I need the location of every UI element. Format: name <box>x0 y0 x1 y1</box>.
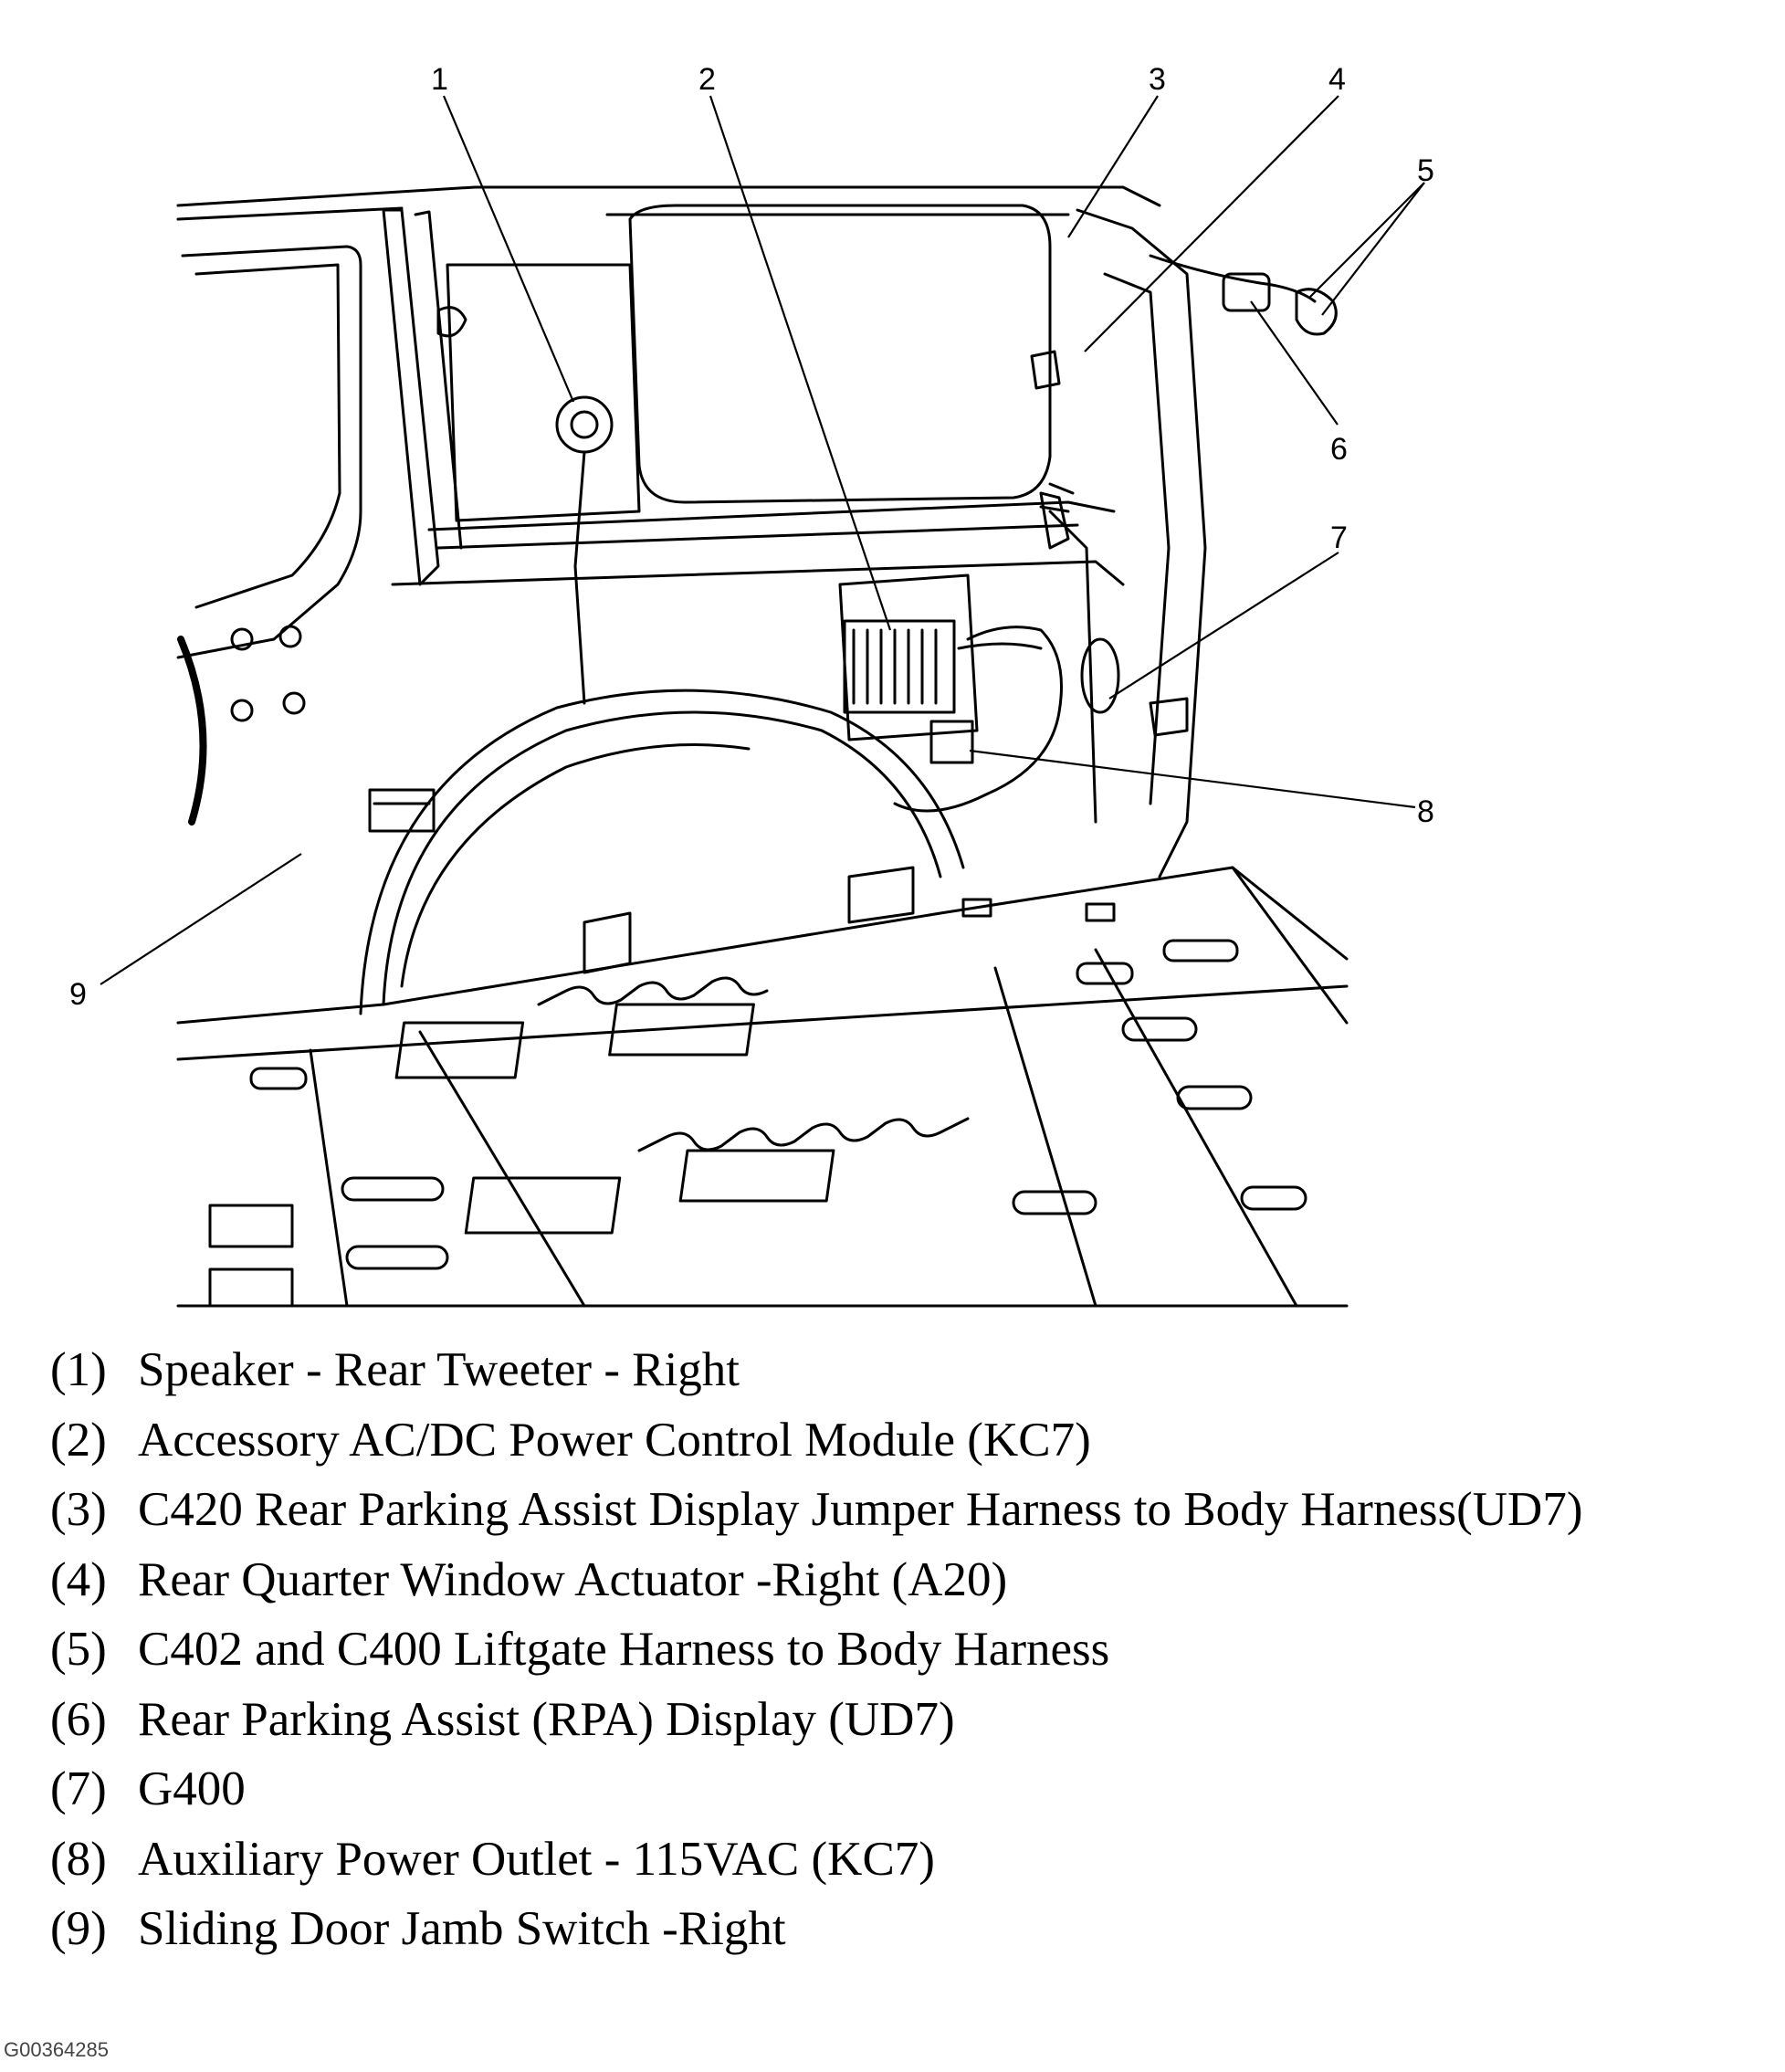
legend-number: (3) <box>50 1483 107 1536</box>
legend-label: Rear Quarter Window Actuator -Right (A20… <box>138 1552 1008 1606</box>
leader-line-7 <box>1108 552 1339 699</box>
b-pillar <box>382 208 440 586</box>
leader-line-8 <box>969 749 1416 809</box>
leader-line-2 <box>709 95 892 631</box>
rear-tweeter-speaker <box>555 395 614 454</box>
leader-line-9 <box>100 853 302 985</box>
legend-label: Accessory AC/DC Power Control Module (KC… <box>138 1413 1091 1467</box>
trim-panel <box>446 263 641 522</box>
leader-lines <box>100 95 1425 985</box>
callout-9: 9 <box>69 977 87 1012</box>
legend-label: Rear Parking Assist (RPA) Display (UD7) <box>138 1692 955 1746</box>
legend-item-9: (9) Sliding Door Jamb Switch -Right <box>50 1894 1767 1964</box>
leader-line-5a <box>1309 182 1425 298</box>
liftgate-harness <box>1149 254 1317 303</box>
sliding-door-jamb-switch <box>368 788 436 833</box>
legend-number: (5) <box>50 1623 107 1676</box>
legend-item-4: (4) Rear Quarter Window Actuator -Right … <box>50 1545 1767 1615</box>
legend-label: C402 and C400 Liftgate Harness to Body H… <box>138 1623 1110 1676</box>
legend-item-1: (1) Speaker - Rear Tweeter - Right <box>50 1335 1767 1405</box>
legend-item-7: (7) G400 <box>50 1754 1767 1825</box>
legend-number: (6) <box>50 1692 107 1746</box>
leader-line-6 <box>1250 300 1339 426</box>
legend-label: G400 <box>138 1762 246 1815</box>
leader-line-5b <box>1321 182 1425 316</box>
roof-rail-line <box>176 185 1161 207</box>
rpa-display <box>1222 272 1271 312</box>
callout-4: 4 <box>1328 62 1346 97</box>
legend-number: (4) <box>50 1552 107 1606</box>
legend-number: (7) <box>50 1762 107 1815</box>
legend-number: (2) <box>50 1413 107 1467</box>
wheelhouse <box>382 710 942 1006</box>
callout-5: 5 <box>1417 153 1434 188</box>
legend-item-5: (5) C402 and C400 Liftgate Harness to Bo… <box>50 1614 1767 1685</box>
quarter-window <box>628 204 1052 504</box>
liftgate-connector <box>1295 288 1338 336</box>
callout-1: 1 <box>431 62 448 97</box>
g400-ground <box>1080 637 1120 714</box>
vehicle-interior-diagram: 1 2 3 4 5 6 7 8 9 <box>69 62 1434 1308</box>
legend-label: Sliding Door Jamb Switch -Right <box>138 1902 786 1955</box>
callout-3: 3 <box>1149 62 1166 97</box>
legend-number: (1) <box>50 1343 107 1396</box>
legend-number: (9) <box>50 1902 107 1955</box>
cargo-floor-edge <box>176 866 1349 1025</box>
legend-item-8: (8) Auxiliary Power Outlet - 115VAC (KC7… <box>50 1825 1767 1895</box>
legend-label: Speaker - Rear Tweeter - Right <box>138 1343 740 1396</box>
ac-dc-power-module <box>843 619 956 714</box>
d-pillar <box>1076 208 1207 878</box>
legend-label: C420 Rear Parking Assist Display Jumper … <box>138 1483 1583 1536</box>
legend-item-6: (6) Rear Parking Assist (RPA) Display (U… <box>50 1685 1767 1755</box>
legend-label: Auxiliary Power Outlet - 115VAC (KC7) <box>138 1832 935 1886</box>
line-drawing: 1 2 3 4 5 6 7 8 9 <box>69 62 1434 1308</box>
door-opening-outline <box>176 245 362 659</box>
body-harness <box>893 626 1063 813</box>
legend-number: (8) <box>50 1832 107 1886</box>
callout-7: 7 <box>1330 521 1348 555</box>
callout-2: 2 <box>698 62 716 97</box>
speaker-wire <box>573 450 586 705</box>
figure-id: G00364285 <box>4 2038 109 2061</box>
legend-item-2: (2) Accessory AC/DC Power Control Module… <box>50 1405 1767 1476</box>
leader-line-3 <box>1067 95 1159 238</box>
callout-numbers: 1 2 3 4 5 6 7 8 9 <box>69 62 1434 1012</box>
auxiliary-power-outlet <box>929 720 974 764</box>
component-legend: (1) Speaker - Rear Tweeter - Right (2) A… <box>50 1335 1767 1964</box>
leader-line-1 <box>442 95 575 403</box>
legend-item-3: (3) C420 Rear Parking Assist Display Jum… <box>50 1475 1767 1545</box>
callout-6: 6 <box>1330 432 1348 467</box>
callout-8: 8 <box>1417 794 1434 829</box>
leader-line-4 <box>1084 95 1339 352</box>
